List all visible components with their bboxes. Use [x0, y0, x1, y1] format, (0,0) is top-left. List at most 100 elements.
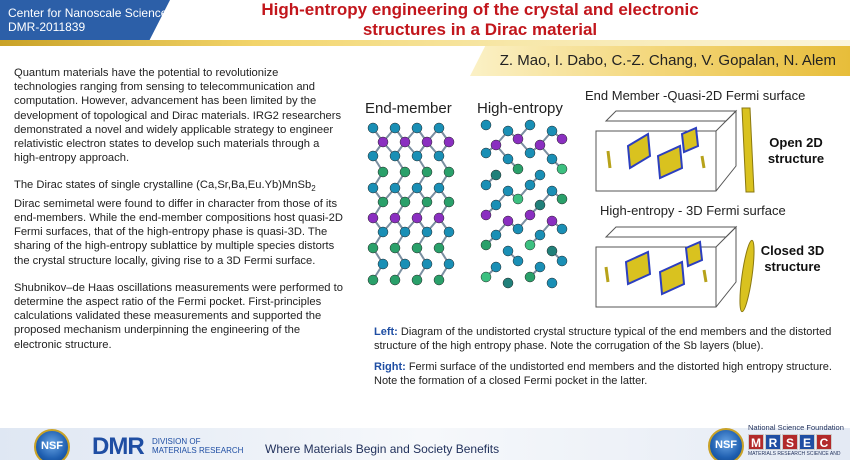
- body-text: Quantum materials have the potential to …: [14, 66, 344, 365]
- atom: [512, 223, 524, 235]
- p2-part-b: Dirac semimetal were found to differ in …: [14, 197, 343, 267]
- p2-subscript: 2: [311, 184, 316, 194]
- fermi-top-title: End Member -Quasi-2D Fermi surface: [585, 88, 806, 103]
- bz-box-back-2: [604, 226, 738, 238]
- fermi-edge-2: [700, 155, 706, 169]
- nsf-logo-text: NSF: [41, 440, 63, 452]
- atom: [367, 150, 379, 162]
- pocket-1: [624, 250, 652, 286]
- mrsec-letter: M: [748, 434, 764, 450]
- atom: [556, 255, 568, 267]
- atom: [524, 209, 536, 221]
- atom: [546, 245, 558, 257]
- atom: [443, 226, 455, 238]
- atom: [480, 179, 492, 191]
- fermi-surface-quasi-2d: [595, 109, 738, 192]
- atom: [534, 229, 546, 241]
- atom: [490, 229, 502, 241]
- header-blue-tab: [0, 0, 170, 40]
- fermi-bottom-title: High-entropy - 3D Fermi surface: [600, 203, 786, 218]
- atom: [389, 242, 401, 254]
- atom: [502, 215, 514, 227]
- atom: [367, 274, 379, 286]
- atom: [411, 212, 423, 224]
- atom: [421, 136, 433, 148]
- award-number: DMR-2011839: [8, 20, 86, 34]
- atom: [490, 199, 502, 211]
- atom: [399, 166, 411, 178]
- dmr-logo: DMR: [92, 433, 145, 460]
- dmr-sub-1: DIVISION OF: [152, 437, 201, 446]
- caption-left-text: Diagram of the undistorted crystal struc…: [374, 326, 832, 352]
- atom: [377, 196, 389, 208]
- atom: [546, 153, 558, 165]
- atom: [377, 258, 389, 270]
- atom: [411, 274, 423, 286]
- title-line-1: High-entropy engineering of the crystal …: [261, 0, 699, 19]
- atom: [367, 122, 379, 134]
- dmr-sub-2: MATERIALS RESEARCH: [152, 446, 244, 455]
- atom: [399, 258, 411, 270]
- mrsec-letter: C: [816, 434, 832, 450]
- atom: [443, 258, 455, 270]
- pocket-edge-2: [702, 269, 708, 283]
- dmr-subtitle: DIVISION OF MATERIALS RESEARCH: [152, 437, 243, 455]
- atom: [534, 261, 546, 273]
- paragraph-1: Quantum materials have the potential to …: [14, 67, 342, 165]
- paragraph-3: Shubnikov–de Haas oscillations measureme…: [14, 281, 343, 351]
- caption-left-label: Left:: [374, 326, 398, 338]
- atom: [389, 212, 401, 224]
- atom: [534, 169, 546, 181]
- atom: [399, 196, 411, 208]
- atom: [546, 215, 558, 227]
- atom: [524, 179, 536, 191]
- fermi-sheet-1: [626, 132, 652, 170]
- atom: [502, 277, 514, 289]
- atom: [389, 274, 401, 286]
- p2-part-a: The Dirac states of single crystalline (…: [14, 179, 312, 192]
- pocket-3: [684, 240, 704, 268]
- atom: [399, 226, 411, 238]
- atom: [443, 166, 455, 178]
- closed-3d-pocket: [739, 239, 755, 313]
- header-gold-band: [0, 40, 850, 46]
- atom: [433, 242, 445, 254]
- atom: [502, 153, 514, 165]
- fermi-sheet-3: [680, 126, 700, 154]
- atom: [421, 166, 433, 178]
- org-label: Center for Nanoscale Science DMR-2011839: [8, 6, 167, 34]
- nsf-logo: [34, 429, 70, 460]
- mrsec-letter: R: [765, 434, 781, 450]
- label-high-entropy: High-entropy: [477, 100, 563, 117]
- atom: [433, 274, 445, 286]
- pocket-edge-1: [604, 266, 610, 283]
- atom: [389, 150, 401, 162]
- tagline: Where Materials Begin and Society Benefi…: [265, 442, 500, 456]
- atom: [480, 119, 492, 131]
- figure-captions: Left: Diagram of the undistorted crystal…: [374, 326, 844, 396]
- title-line-2: structures in a Dirac material: [362, 20, 598, 39]
- atom: [546, 185, 558, 197]
- open-2d-cylinder: [741, 107, 755, 193]
- atom: [546, 125, 558, 137]
- atom: [443, 136, 455, 148]
- nsf-logo-right: [708, 428, 744, 460]
- atom: [524, 147, 536, 159]
- authors: Z. Mao, I. Dabo, C.-Z. Chang, V. Gopalan…: [499, 52, 836, 69]
- atom: [502, 185, 514, 197]
- caption-right-text: Fermi surface of the undistorted end mem…: [374, 361, 832, 387]
- atom: [433, 150, 445, 162]
- atom: [490, 261, 502, 273]
- atom: [524, 119, 536, 131]
- atom: [512, 163, 524, 175]
- fermi-sheet-2: [656, 144, 684, 180]
- atom: [524, 271, 536, 283]
- mrsec-letter: S: [782, 434, 798, 450]
- atom: [480, 209, 492, 221]
- atom: [399, 136, 411, 148]
- bz-box-back: [604, 110, 738, 122]
- atom: [502, 125, 514, 137]
- atom: [490, 139, 502, 151]
- authors-band: [470, 46, 850, 76]
